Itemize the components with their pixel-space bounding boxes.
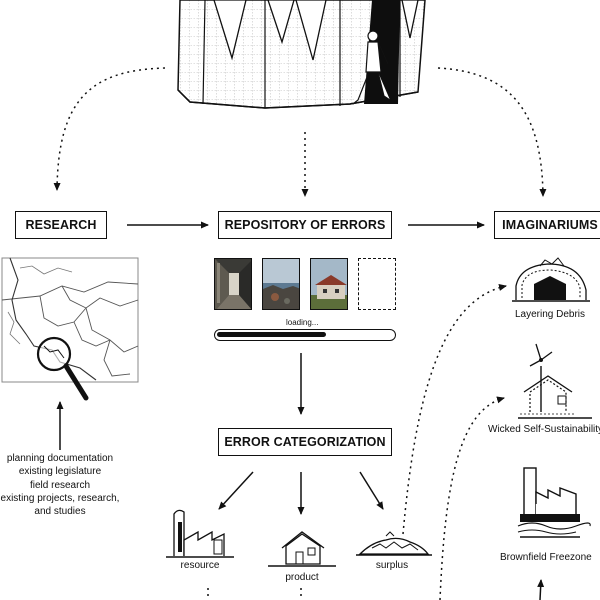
surplus-icon [356, 531, 432, 556]
connector-top-to-research [53, 67, 166, 191]
categorization-node: ERROR CATEGORIZATION [218, 428, 392, 456]
research-note: existing projects, research, [0, 492, 120, 504]
research-label: RESEARCH [25, 218, 97, 232]
brownfield-freezone-icon [517, 467, 591, 538]
category-surplus-label: surplus [375, 560, 409, 571]
arrow-to-resource [218, 471, 254, 510]
loading-progress-fill [217, 332, 326, 337]
installation-drawing [177, 0, 426, 109]
research-note: existing legislature [18, 466, 102, 478]
category-product-label: product [285, 572, 319, 583]
research-node: RESEARCH [15, 211, 107, 239]
imaginarium-layering-label: Layering Debris [514, 309, 586, 320]
wicked-self-sustainability-icon [518, 343, 592, 419]
loading-progress-bar [214, 329, 396, 341]
research-note: planning documentation [6, 453, 114, 464]
error-photo-placeholder [358, 258, 396, 310]
categorization-label: ERROR CATEGORIZATION [224, 435, 386, 449]
resource-icon [166, 509, 234, 558]
connector-to-wicked [439, 396, 505, 600]
error-photo-house [310, 258, 348, 310]
arrow-to-surplus [359, 471, 384, 510]
imaginarium-wicked-label: Wicked Self-Sustainability [488, 424, 600, 435]
research-map [1, 257, 139, 401]
loading-label: loading... [286, 318, 319, 327]
connector-top-to-imaginariums [437, 67, 547, 197]
layering-debris-icon [512, 257, 590, 302]
connector-surplus-to-layering [402, 284, 507, 535]
imaginariums-node: IMAGINARIUMS [494, 211, 600, 239]
repository-node: REPOSITORY OF ERRORS [218, 211, 392, 239]
product-icon [268, 531, 336, 567]
category-resource-label: resource [180, 560, 220, 571]
research-note: field research [29, 479, 91, 491]
error-photo-corridor [214, 258, 252, 310]
research-note: and studies [34, 506, 86, 518]
connector-bottom-dots [207, 588, 302, 600]
imaginariums-label: IMAGINARIUMS [502, 218, 598, 232]
imaginarium-brownfield-label: Brownfield Freezone [500, 552, 592, 563]
error-photo-coast [262, 258, 300, 310]
research-notes: planning documentation existing legislat… [0, 452, 120, 518]
repository-label: REPOSITORY OF ERRORS [224, 218, 386, 232]
connector-brownfield-up [537, 579, 545, 600]
